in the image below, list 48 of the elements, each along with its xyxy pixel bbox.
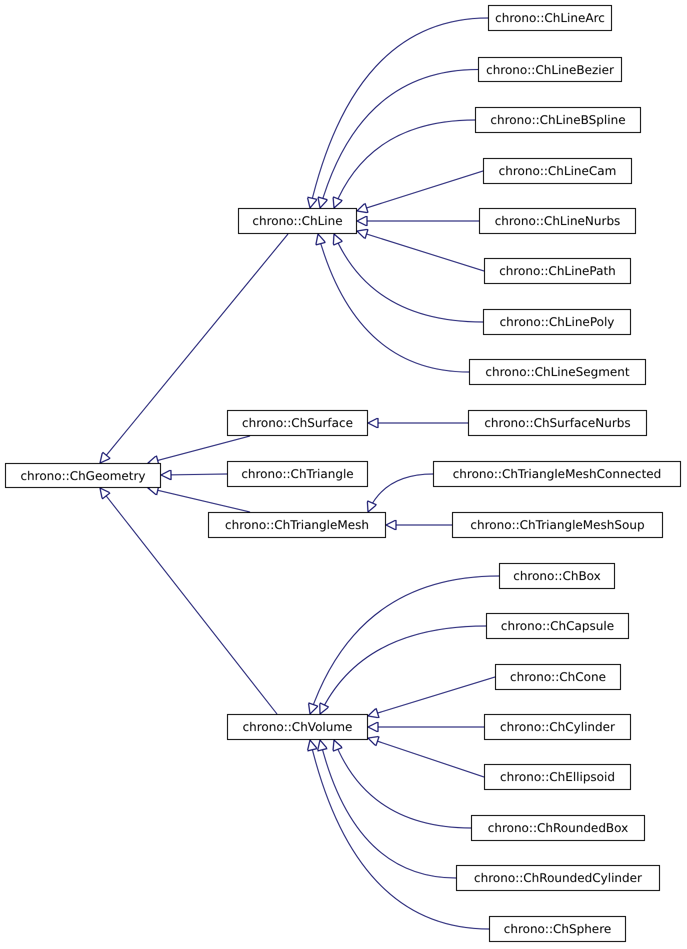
inheritance-arrow bbox=[99, 487, 278, 714]
inheritance-arrow bbox=[367, 736, 484, 778]
class-box: chrono::ChTriangleMeshSoup bbox=[452, 512, 663, 538]
inheritance-arrow bbox=[307, 18, 488, 209]
inheritance-arrow bbox=[367, 676, 496, 718]
class-box: chrono::ChTriangleMeshConnected bbox=[433, 461, 681, 487]
inheritance-arrow bbox=[367, 721, 484, 733]
class-box: chrono::ChSphere bbox=[489, 916, 626, 942]
class-box: chrono::ChCone bbox=[495, 664, 621, 690]
class-box: chrono::ChLineArc bbox=[488, 5, 612, 31]
class-box: chrono::ChEllipsoid bbox=[484, 764, 631, 790]
class-box: chrono::ChGeometry bbox=[5, 463, 161, 488]
inheritance-arrow bbox=[385, 519, 452, 531]
inheritance-arrow bbox=[367, 474, 434, 513]
class-box: chrono::ChLineSegment bbox=[469, 359, 646, 385]
inheritance-arrow bbox=[356, 228, 484, 272]
class-box: chrono::ChLineBezier bbox=[478, 57, 622, 82]
inheritance-arrow bbox=[160, 469, 228, 480]
class-box: chrono::ChSurfaceNurbs bbox=[468, 410, 647, 436]
inheritance-arrow bbox=[333, 233, 484, 322]
inheritance-arrow bbox=[147, 436, 250, 466]
class-box: chrono::ChBox bbox=[499, 563, 615, 589]
class-box: chrono::ChTriangle bbox=[227, 461, 368, 487]
class-box: chrono::ChSurface bbox=[227, 410, 368, 436]
inheritance-arrow bbox=[307, 739, 490, 930]
class-box: chrono::ChLinePath bbox=[484, 258, 631, 284]
class-box: chrono::ChCylinder bbox=[484, 714, 631, 740]
inheritance-arrow bbox=[308, 576, 500, 715]
inheritance-arrow bbox=[316, 233, 470, 372]
class-box: chrono::ChVolume bbox=[227, 714, 368, 740]
class-box: chrono::ChLineCam bbox=[483, 158, 632, 184]
inheritance-arrow bbox=[356, 215, 480, 227]
class-box: chrono::ChRoundedCylinder bbox=[456, 865, 660, 891]
inheritance-arrow bbox=[332, 739, 472, 828]
class-box: chrono::ChRoundedBox bbox=[471, 815, 645, 841]
inheritance-arrow bbox=[99, 234, 288, 464]
inheritance-arrow bbox=[318, 69, 478, 209]
class-box: chrono::ChTriangleMesh bbox=[208, 512, 386, 538]
class-box: chrono::ChLineBSpline bbox=[475, 107, 641, 133]
class-box: chrono::ChLinePoly bbox=[483, 309, 631, 335]
class-box: chrono::ChCapsule bbox=[486, 613, 629, 639]
class-box: chrono::ChLine bbox=[238, 208, 357, 234]
inheritance-arrow bbox=[356, 170, 484, 214]
inheritance-arrow bbox=[317, 739, 456, 878]
inheritance-arrow bbox=[319, 626, 486, 715]
inheritance-arrow bbox=[367, 417, 468, 429]
inheritance-arrow bbox=[332, 120, 476, 209]
class-box: chrono::ChLineNurbs bbox=[479, 208, 636, 234]
